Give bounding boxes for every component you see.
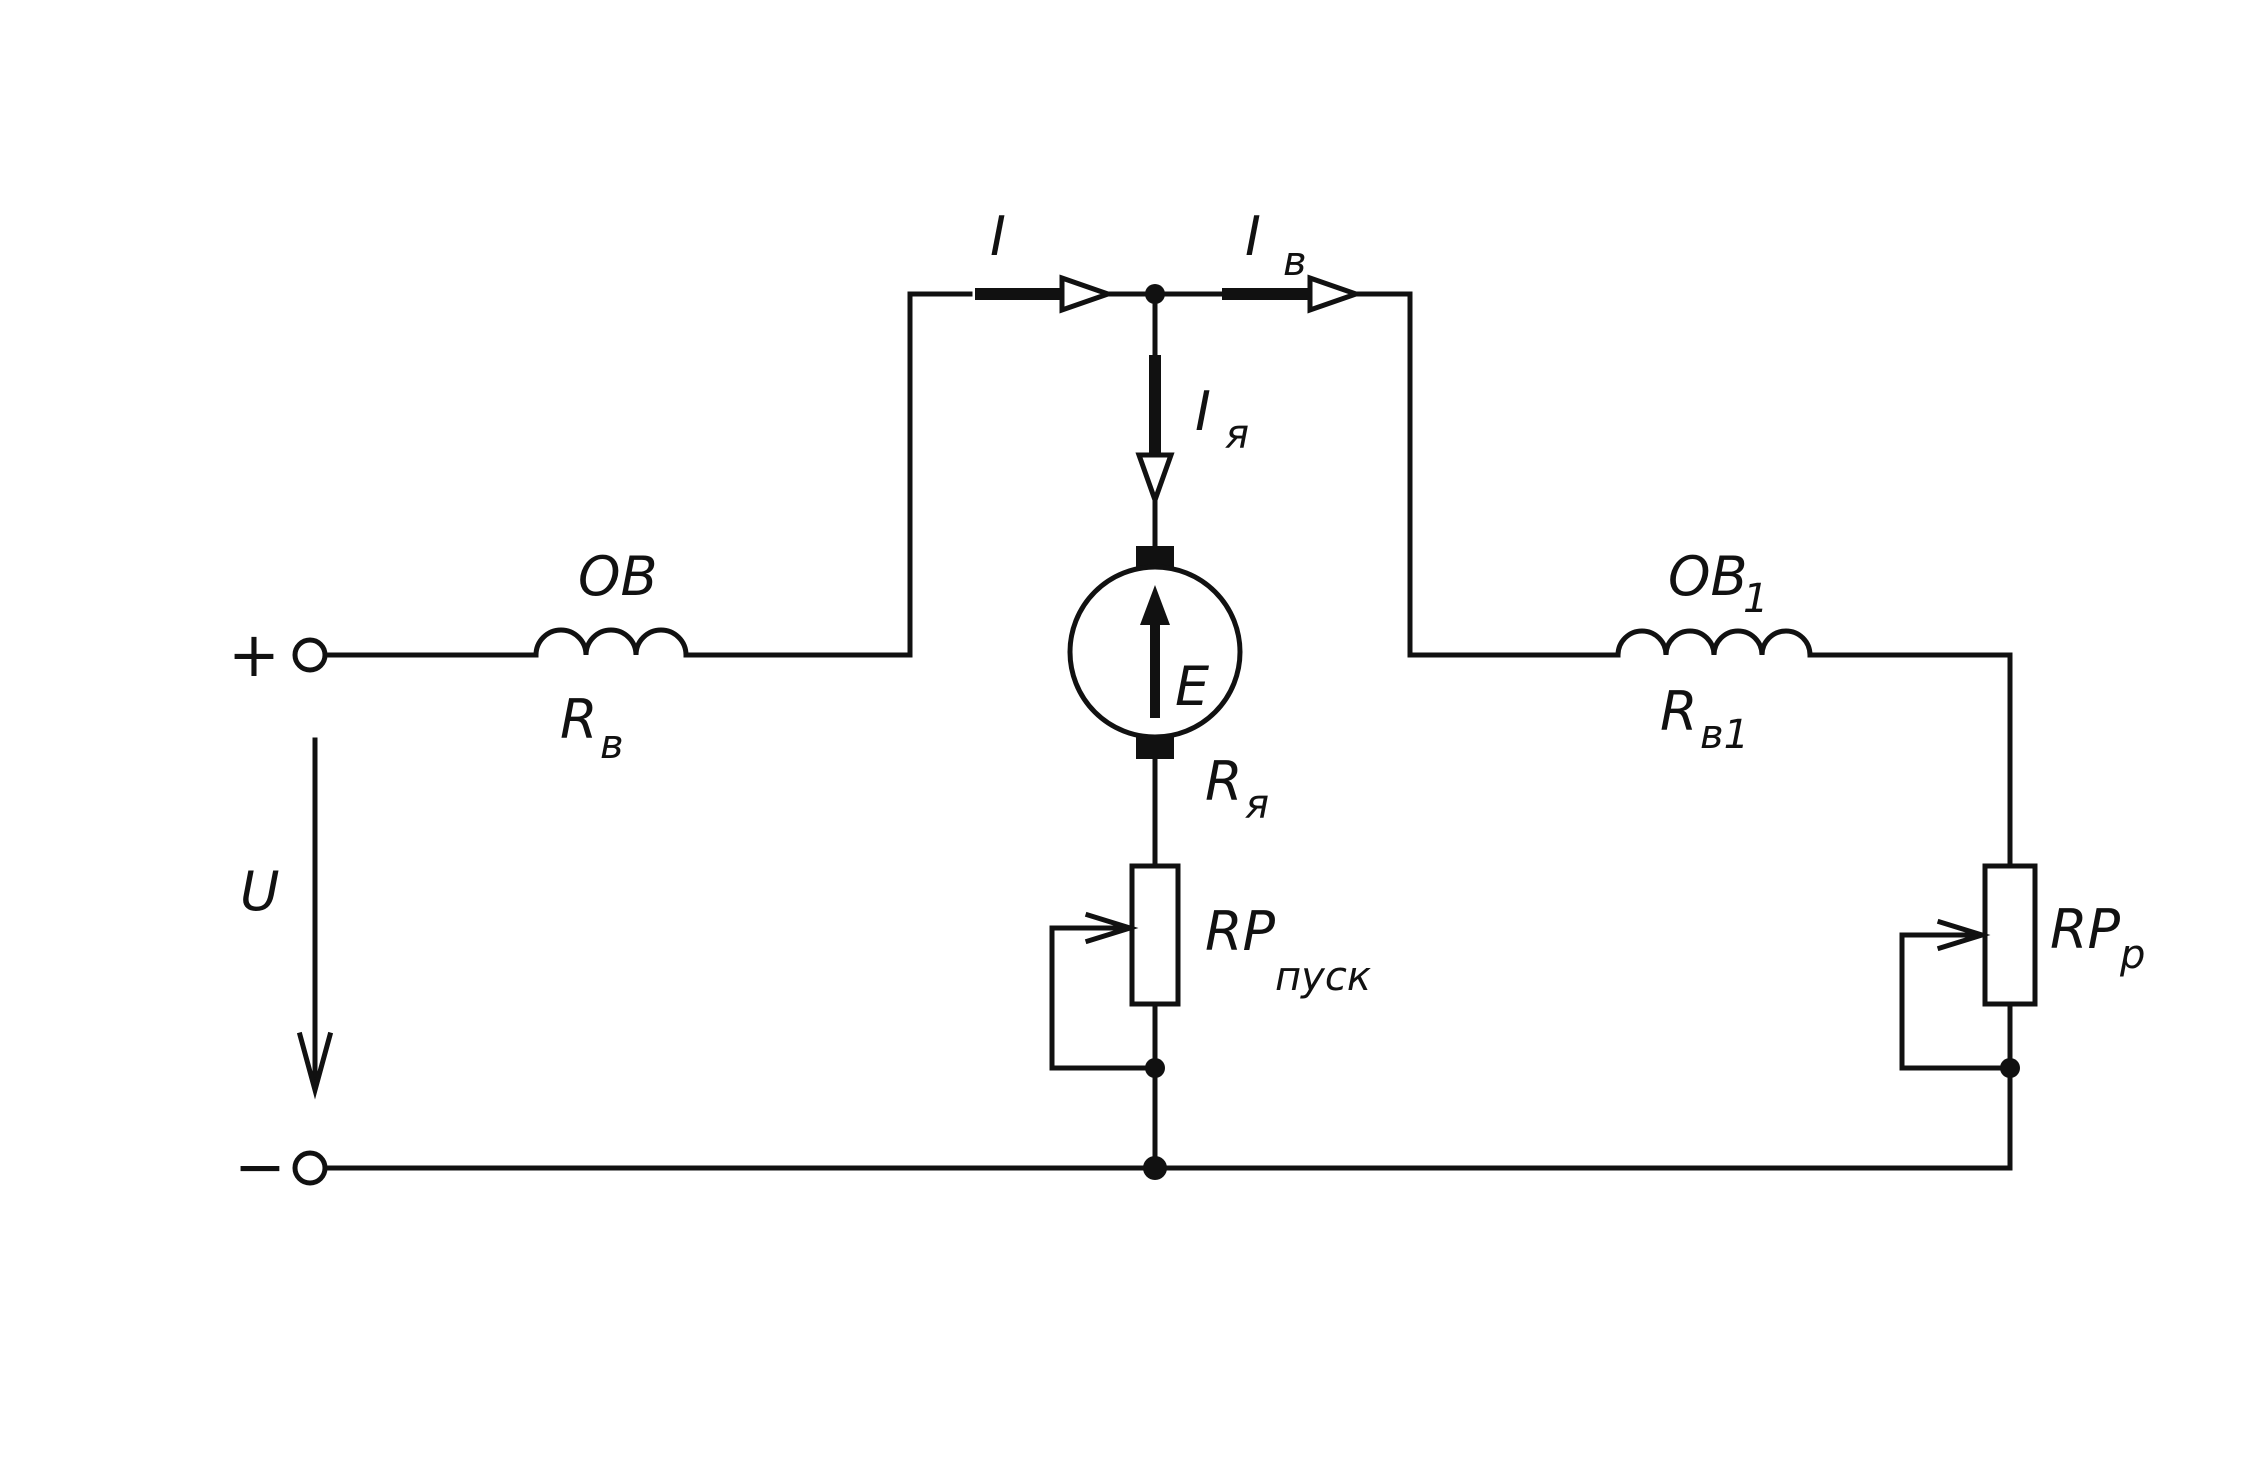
minus-sign: −	[234, 1130, 286, 1203]
bottom-junction	[1143, 1156, 1167, 1180]
current-ia-arrow	[1135, 452, 1175, 508]
current-i-arrow	[1059, 274, 1116, 314]
armature-resistance-label: R	[1205, 750, 1243, 813]
field-winding-2-sub: 1	[1743, 576, 1768, 622]
starting-rheostat	[1129, 863, 1181, 1007]
field-rheostat-wiper-loop	[1899, 932, 2013, 1071]
field-winding-coil-2	[1615, 628, 1813, 658]
current-ib-sub: в	[1283, 239, 1307, 285]
wire-top-to-ob1	[1353, 291, 1621, 658]
field-rheostat-sub: р	[2119, 932, 2145, 978]
wire-ob1-to-rpp	[1807, 652, 2013, 869]
field-rheostat	[1982, 863, 2038, 1007]
field-rheostat-wiper-arrow	[1936, 918, 1991, 952]
field-winding-1-label: ОВ	[578, 545, 658, 608]
starting-rheostat-label: RP	[1205, 900, 1276, 963]
emf-arrow-head	[1140, 585, 1170, 625]
field-resistance-2-sub: в1	[1700, 712, 1749, 758]
armature-resistance-sub: я	[1245, 782, 1269, 828]
field-rheostat-label: RP	[2050, 898, 2121, 961]
rpp-junction	[2000, 1058, 2020, 1078]
plus-sign: +	[228, 618, 280, 691]
field-resistance-1-label: R	[560, 688, 598, 751]
voltage-label: U	[240, 860, 280, 923]
starting-rheostat-wiper-loop	[1049, 925, 1158, 1071]
emf-label: E	[1175, 655, 1210, 718]
field-resistance-2-label: R	[1660, 680, 1698, 743]
current-ia-label: I	[1195, 380, 1211, 443]
minus-terminal	[292, 1150, 328, 1186]
field-winding-coil-1	[533, 627, 689, 658]
rpstart-junction	[1145, 1058, 1165, 1078]
starting-rheostat-wiper-arrow	[1084, 911, 1139, 945]
starting-rheostat-sub: пуск	[1275, 954, 1371, 1000]
current-i-label: I	[990, 205, 1006, 268]
voltage-arrow	[296, 737, 334, 1100]
field-winding-2-label: ОВ	[1668, 545, 1748, 608]
plus-terminal	[292, 637, 328, 673]
current-ib-arrow	[1307, 274, 1364, 314]
brush-bottom	[1136, 735, 1174, 759]
field-resistance-1-sub: в	[600, 722, 624, 768]
current-ia-sub: я	[1225, 412, 1249, 458]
wire-ob-to-top	[683, 291, 973, 658]
current-ib-label: I	[1245, 205, 1261, 268]
